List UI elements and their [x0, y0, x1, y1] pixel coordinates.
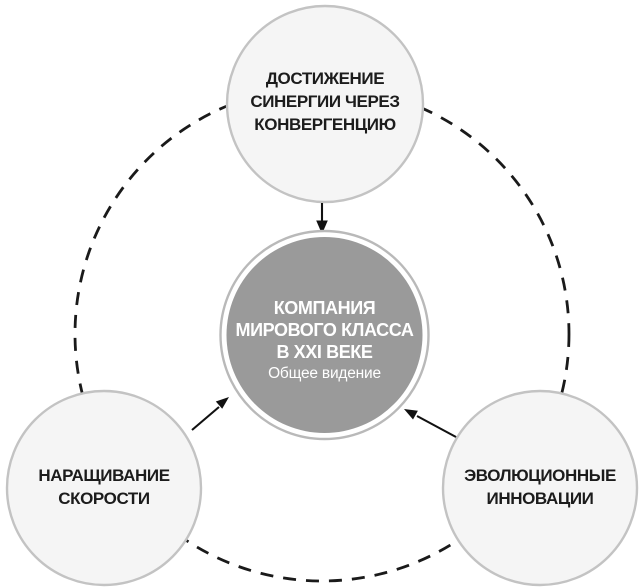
node-top-convergence: ДОСТИЖЕНИЕ СИНЕРГИИ ЧЕРЕЗ КОНВЕРГЕНЦИЮ: [225, 4, 425, 204]
node-bottom-left-label-line1: НАРАЩИВАНИЕ: [38, 466, 169, 485]
node-center-label-line3: В XXI ВЕКЕ: [276, 342, 372, 362]
arrow-bottom-left-shaft: [191, 406, 220, 431]
node-center-label-line1: КОМПАНИЯ: [274, 298, 376, 318]
arrow-top-to-center: [316, 203, 328, 234]
node-top-label-line1: ДОСТИЖЕНИЕ: [266, 69, 384, 88]
node-center-circle: [226, 237, 423, 433]
node-center-label-line2: МИРОВОГО КЛАССА: [236, 320, 414, 340]
node-bottom-left-circle: [5, 389, 203, 587]
node-top-label-line2: СИНЕРГИИ ЧЕРЕЗ: [250, 92, 399, 111]
node-bottom-right-innovation: ЭВОЛЮЦИОННЫЕ ИННОВАЦИИ: [441, 389, 639, 587]
arrow-bottom-left-head-icon: [215, 397, 229, 409]
node-top-label-line3: КОНВЕРГЕНЦИЮ: [254, 115, 395, 134]
node-bottom-right-label-line1: ЭВОЛЮЦИОННЫЕ: [464, 466, 616, 485]
node-center-subtitle: Общее видение: [268, 365, 381, 382]
node-bottom-right-circle: [441, 389, 639, 587]
node-bottom-left-speed: НАРАЩИВАНИЕ СКОРОСТИ: [5, 389, 203, 587]
node-bottom-right-label-line2: ИННОВАЦИИ: [487, 489, 594, 508]
arrow-bottom-left-to-center: [191, 397, 229, 431]
arrow-bottom-right-head-icon: [404, 409, 418, 420]
arrow-bottom-right-shaft: [416, 415, 457, 438]
node-center-vision: КОМПАНИЯ МИРОВОГО КЛАССА В XXI ВЕКЕ Обще…: [219, 229, 430, 441]
node-bottom-left-label-line2: СКОРОСТИ: [58, 489, 150, 508]
arrow-bottom-right-to-center: [404, 409, 457, 438]
dashed-cycle-ring: [73, 85, 571, 583]
arrow-top-head-icon: [316, 220, 328, 234]
node-top-circle: [225, 4, 425, 204]
